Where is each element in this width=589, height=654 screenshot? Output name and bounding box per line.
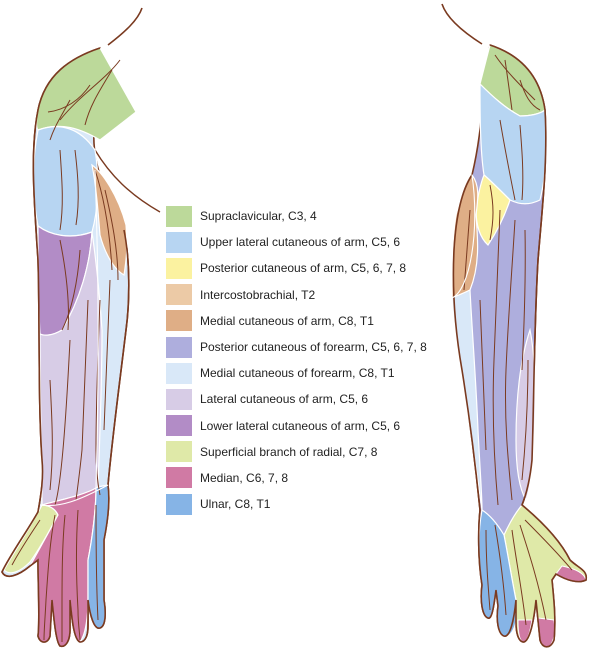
legend-item: Medial cutaneous of arm, C8, T1 xyxy=(166,308,466,334)
legend-swatch xyxy=(166,388,192,410)
anterior-outline xyxy=(1,47,130,648)
posterior-boundaries xyxy=(451,174,476,299)
legend-swatch xyxy=(166,205,192,227)
legend-swatch xyxy=(166,493,192,515)
legend-label: Superficial branch of radial, C7, 8 xyxy=(200,444,378,459)
legend-item: Medial cutaneous of forearm, C8, T1 xyxy=(166,360,466,386)
legend-label: Supraclavicular, C3, 4 xyxy=(200,209,317,224)
legend-label: Lateral cutaneous of arm, C5, 6 xyxy=(200,392,369,407)
legend-item: Superficial branch of radial, C7, 8 xyxy=(166,439,466,465)
legend-swatch xyxy=(166,257,192,279)
anterior-upper-lateral xyxy=(32,126,99,237)
legend-swatch xyxy=(166,336,192,358)
legend-item: Posterior cutaneous of forearm, C5, 6, 7… xyxy=(166,334,466,360)
legend-label: Ulnar, C8, T1 xyxy=(200,497,271,512)
legend-item: Intercostobrachial, T2 xyxy=(166,282,466,308)
posterior-arm xyxy=(441,3,588,648)
legend-item: Ulnar, C8, T1 xyxy=(166,491,466,517)
legend-label: Median, C6, 7, 8 xyxy=(200,470,289,485)
legend-item: Upper lateral cutaneous of arm, C5, 6 xyxy=(166,229,466,255)
legend: Supraclavicular, C3, 4 Upper lateral cuta… xyxy=(166,203,466,517)
legend-swatch xyxy=(166,310,192,332)
legend-label: Posterior cutaneous of forearm, C5, 6, 7… xyxy=(200,340,427,355)
chest-line-anterior xyxy=(94,149,161,213)
legend-item: Supraclavicular, C3, 4 xyxy=(166,203,466,229)
legend-label: Upper lateral cutaneous of arm, C5, 6 xyxy=(200,235,401,250)
legend-swatch xyxy=(166,284,192,306)
anterior-boundaries xyxy=(39,169,109,507)
posterior-outline xyxy=(452,44,588,648)
legend-label: Posterior cutaneous of arm, C5, 6, 7, 8 xyxy=(200,261,407,276)
anterior-nerve-branches xyxy=(11,59,121,642)
posterior-upper-lateral xyxy=(479,82,547,205)
legend-label: Lower lateral cutaneous of arm, C5, 6 xyxy=(200,418,401,433)
legend-swatch xyxy=(166,441,192,463)
legend-item: Lateral cutaneous of arm, C5, 6 xyxy=(166,386,466,412)
legend-swatch xyxy=(166,467,192,489)
legend-swatch xyxy=(166,362,192,384)
legend-item: Posterior cutaneous of arm, C5, 6, 7, 8 xyxy=(166,255,466,281)
anterior-medial-cutaneous-arm xyxy=(91,163,128,276)
legend-swatch xyxy=(166,231,192,253)
legend-label: Intercostobrachial, T2 xyxy=(200,287,316,302)
posterior-nerve-branches xyxy=(463,54,573,626)
legend-label: Medial cutaneous of arm, C8, T1 xyxy=(200,313,374,328)
anterior-arm xyxy=(1,7,161,648)
legend-item: Median, C6, 7, 8 xyxy=(166,465,466,491)
neck-line-posterior xyxy=(441,3,483,45)
neck-line-anterior xyxy=(107,7,143,46)
posterior-lateral-cutaneous xyxy=(515,327,536,502)
legend-item: Lower lateral cutaneous of arm, C5, 6 xyxy=(166,413,466,439)
legend-label: Medial cutaneous of forearm, C8, T1 xyxy=(200,366,395,381)
posterior-median-tip-middle xyxy=(517,619,533,643)
legend-swatch xyxy=(166,415,192,437)
